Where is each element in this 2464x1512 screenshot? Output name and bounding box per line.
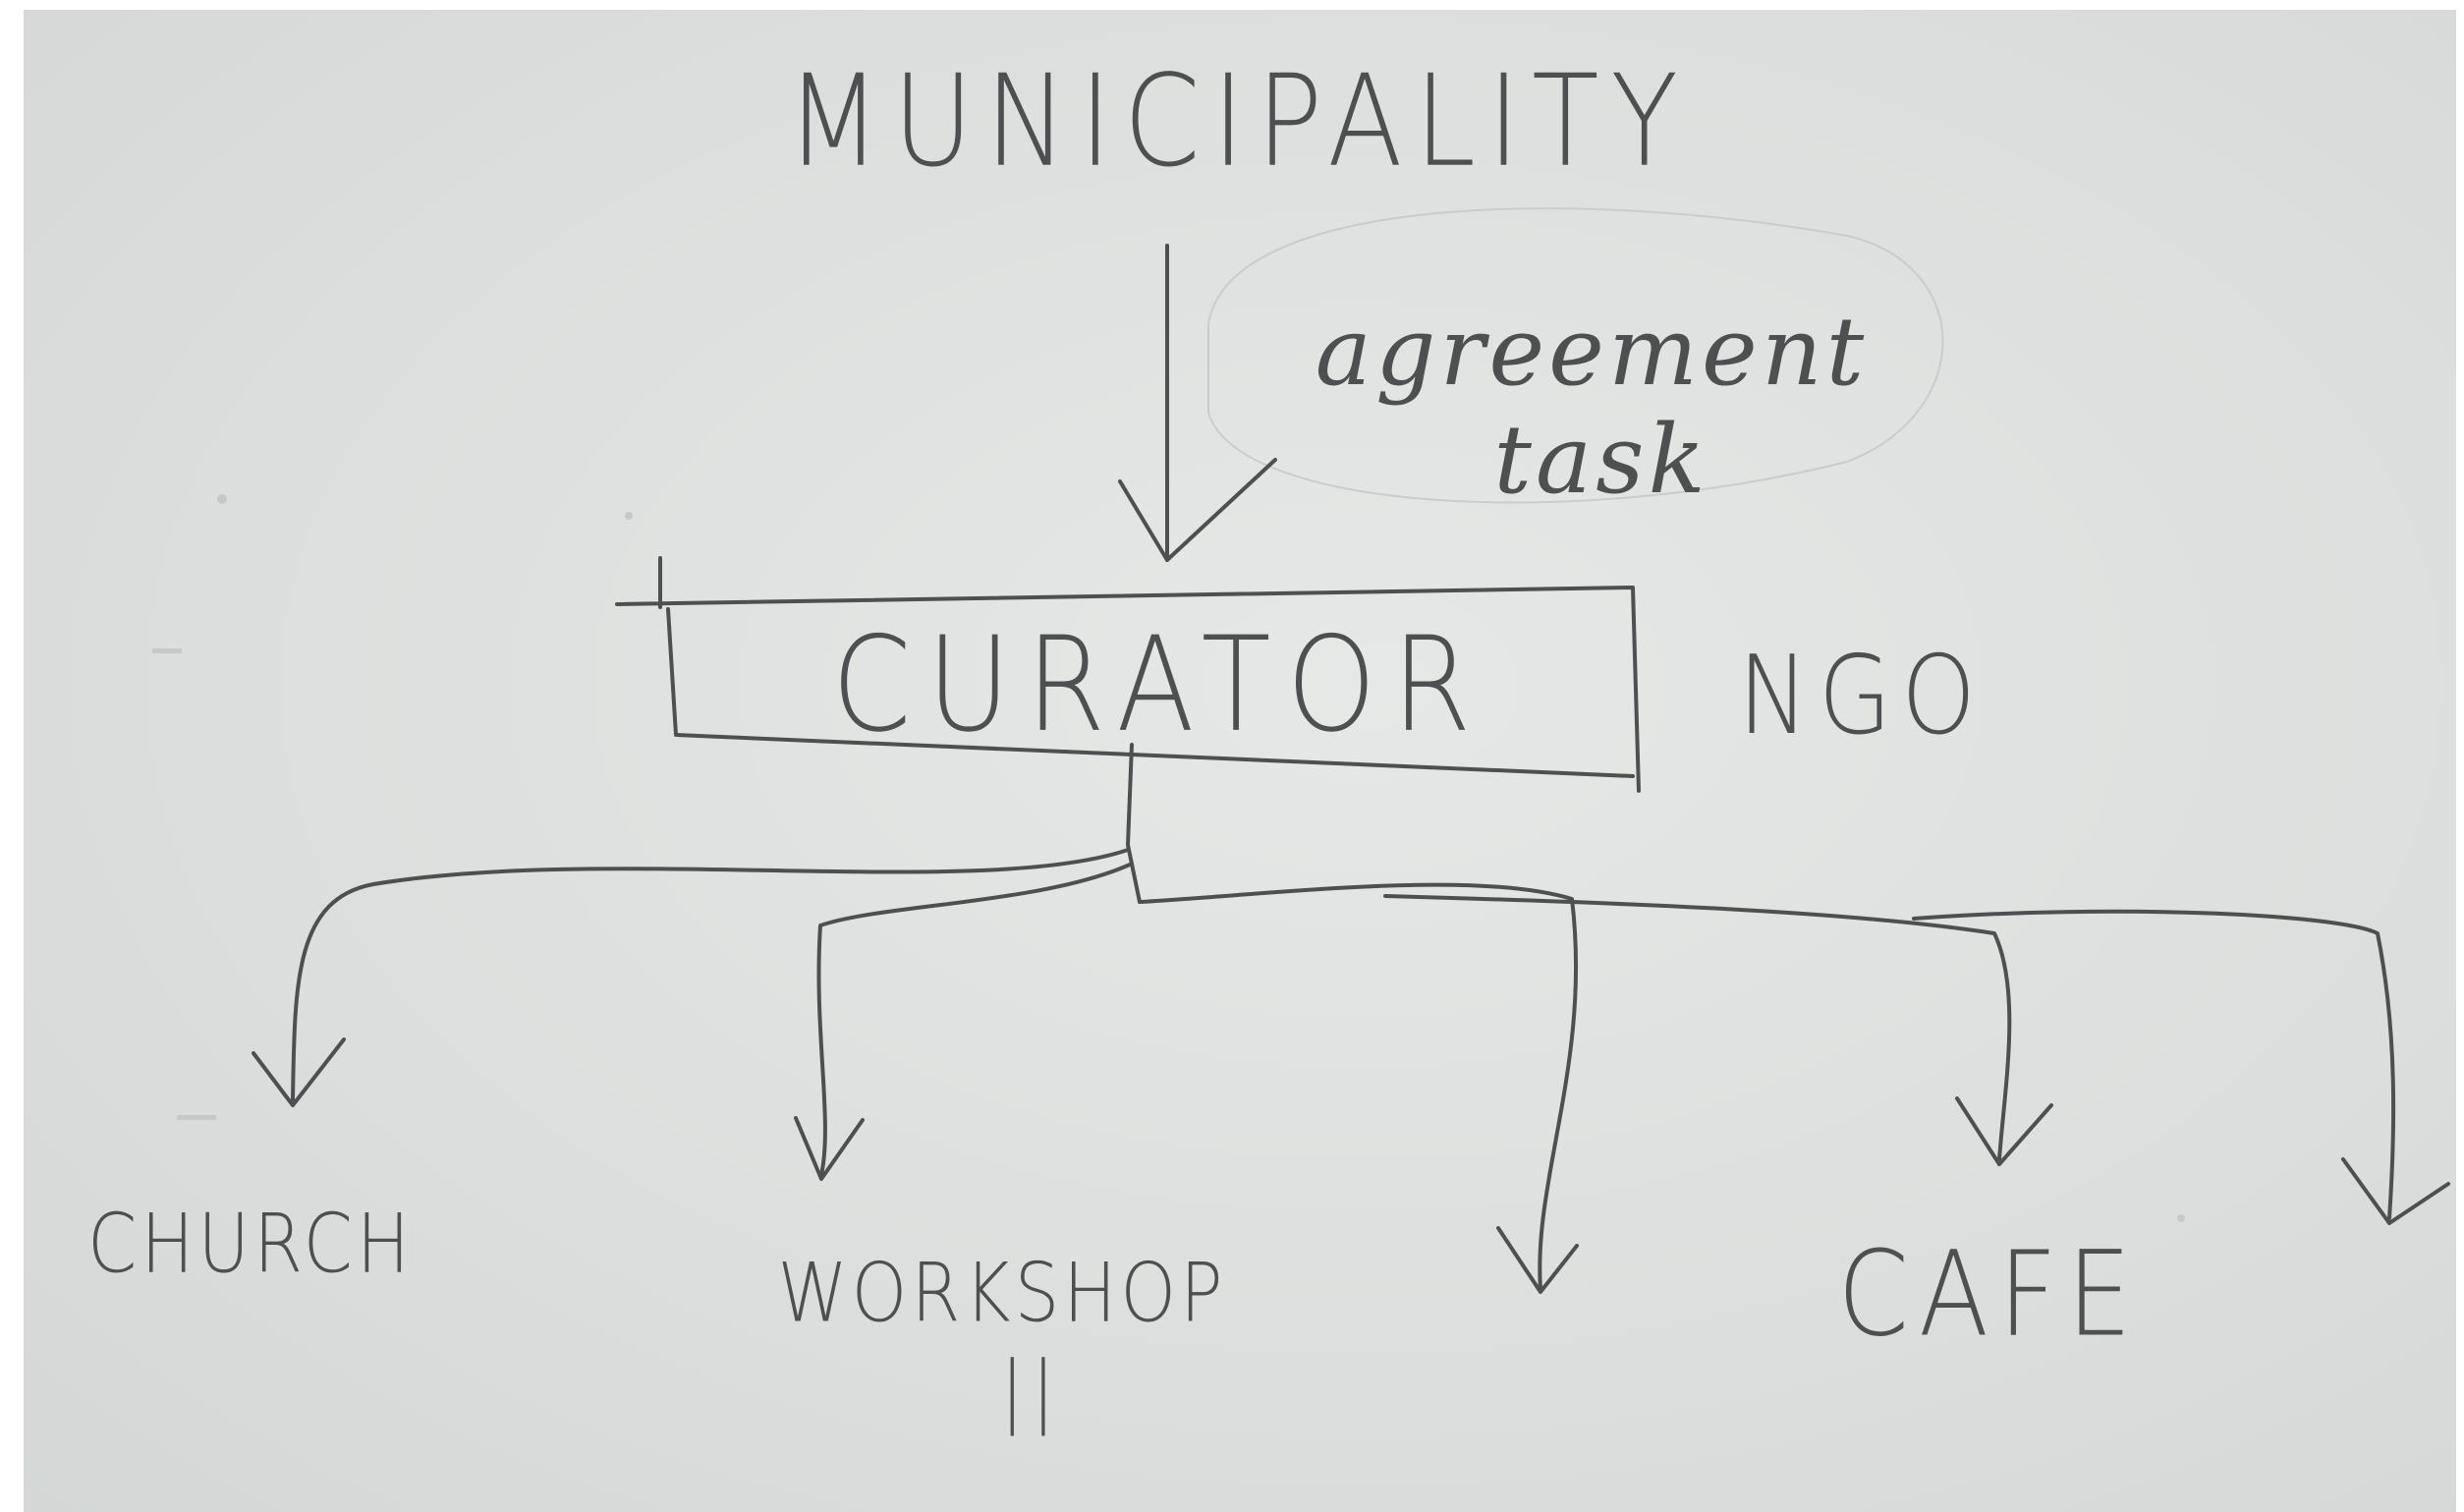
paper-smudge	[177, 1115, 216, 1120]
workshop-note: ||	[1000, 1343, 1063, 1437]
cafe-label: CAFE	[1837, 1224, 2142, 1364]
arrowhead-church	[252, 1037, 346, 1107]
church-label: CHURCH	[87, 1196, 414, 1292]
paper-smudge	[2177, 1214, 2185, 1222]
arrowhead-cafe	[1955, 1096, 2053, 1166]
ngo-label: NGO	[1738, 632, 1986, 759]
arrowhead-right	[2341, 1157, 2450, 1225]
arrowhead-municipality-to-curator	[1118, 458, 1277, 562]
paper-smudge	[152, 648, 182, 653]
paper-smudge	[625, 512, 633, 520]
arrow-note-agreement: agreement	[1315, 297, 1869, 407]
connector-trunk	[1126, 743, 1142, 904]
arrowhead-workshop	[794, 1116, 865, 1181]
curator-label: CURATOR	[831, 608, 1487, 762]
arrow-note-task: task	[1493, 405, 1709, 515]
faint-pencil-loop	[1207, 207, 1944, 504]
branch-to-workshop	[816, 863, 1132, 1177]
municipality-label: MUNICIPALITY	[786, 48, 1690, 196]
branch-to-church	[291, 848, 1130, 1102]
workshop-label: WORKSHOP	[777, 1245, 1227, 1341]
branch-to-right	[1912, 909, 2396, 1220]
branch-to-middle	[1138, 882, 1579, 1291]
branch-to-cafe	[1383, 894, 2012, 1161]
arrowhead-middle	[1496, 1226, 1579, 1294]
paper-smudge	[217, 494, 227, 504]
curator-box	[615, 556, 1641, 793]
